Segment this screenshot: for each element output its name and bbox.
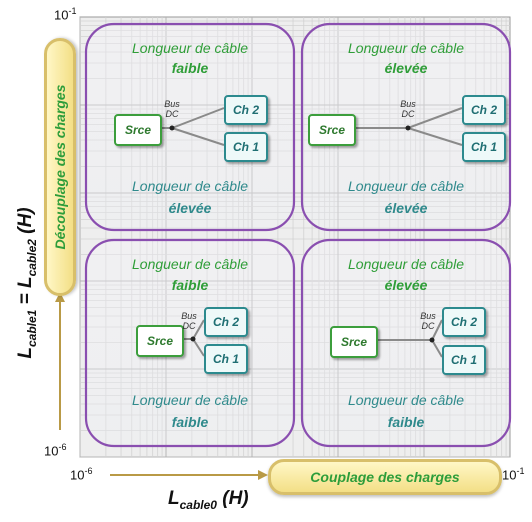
x-left-tick: 10-6	[70, 466, 93, 483]
source-block: Srce	[114, 114, 162, 146]
charge-1-block: Ch 1	[204, 344, 248, 374]
charge-1-block: Ch 1	[224, 132, 268, 162]
bl-bottom-text: Longueur de câble	[132, 392, 248, 408]
decoupling-pill: Découplage des charges	[44, 38, 76, 296]
bus-node-bottom-left	[190, 336, 196, 342]
source-block: Srce	[136, 325, 184, 357]
wires-top-right	[352, 107, 463, 146]
tl-bottom-level: élevée	[168, 200, 212, 216]
charge-1-block: Ch 1	[462, 132, 506, 162]
bl-bottom-level: faible	[171, 414, 209, 430]
wires-bottom-right	[375, 319, 443, 358]
tr-top-text: Longueur de câble	[348, 40, 464, 56]
y-top-tick: 10-1	[54, 6, 77, 23]
charge-2-block: Ch 2	[224, 95, 268, 125]
bl-top-level: faible	[171, 277, 209, 293]
charge-1-block: Ch 1	[442, 345, 486, 375]
x-arrow	[110, 470, 268, 480]
source-block: Srce	[330, 326, 378, 358]
br-bottom-level: faible	[387, 414, 425, 430]
charge-2-block: Ch 2	[442, 307, 486, 337]
br-top-level: élevée	[384, 277, 428, 293]
coupling-pill: Couplage des charges	[268, 459, 502, 495]
bus-node-bottom-right	[429, 337, 435, 343]
br-top-text: Longueur de câble	[348, 256, 464, 272]
bl-top-text: Longueur de câble	[132, 256, 248, 272]
quadrant-frame-top-left	[84, 22, 296, 232]
charge-2-block: Ch 2	[204, 307, 248, 337]
tl-top-level: faible	[171, 60, 209, 76]
y-bottom-tick: 10-6	[44, 442, 67, 459]
x-axis-label: Lcable0 (H)	[168, 488, 249, 512]
tr-bottom-level: élevée	[384, 200, 428, 216]
charge-2-block: Ch 2	[462, 95, 506, 125]
tl-top-text: Longueur de câble	[132, 40, 248, 56]
decoupling-pill-wrap: Découplage des charges	[44, 38, 76, 296]
x-right-tick: 10-1	[502, 466, 525, 483]
bus-node-top-right	[405, 125, 411, 131]
quadrant-frame-bottom-right	[300, 238, 512, 448]
tr-top-level: élevée	[384, 60, 428, 76]
tr-bottom-text: Longueur de câble	[348, 178, 464, 194]
tl-bottom-text: Longueur de câble	[132, 178, 248, 194]
quadrant-frame-bottom-left	[84, 238, 296, 448]
source-block: Srce	[308, 114, 356, 146]
y-arrow	[55, 292, 65, 430]
y-axis-label: Lcable1 = Lcable2 (H)	[15, 207, 39, 359]
bus-node-top-left	[169, 125, 175, 131]
br-bottom-text: Longueur de câble	[348, 392, 464, 408]
